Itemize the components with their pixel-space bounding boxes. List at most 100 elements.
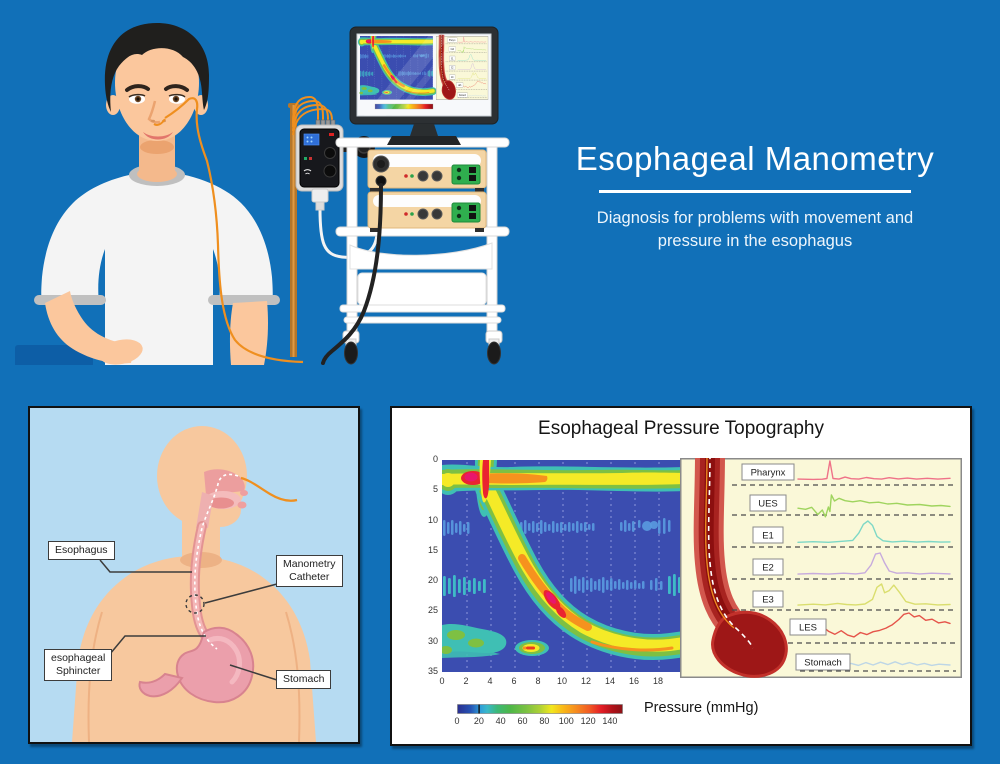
chart-title: Esophageal Pressure Topography — [538, 418, 824, 439]
y-tick-label: 15 — [427, 544, 438, 555]
device-knob[interactable] — [431, 170, 443, 182]
region-label-box-e1 — [752, 526, 784, 544]
title-block: Esophageal Manometry Diagnosis for probl… — [520, 140, 990, 253]
region-label-les: LES — [799, 623, 817, 634]
colorbar-tick-label: 120 — [580, 716, 596, 726]
leader-lines — [99, 559, 278, 681]
device-knob[interactable] — [417, 208, 429, 220]
region-label-stomach: Stomach — [804, 658, 842, 669]
region-label-box-les — [789, 618, 827, 636]
monitor-stand — [410, 124, 438, 136]
y-tick-label: 35 — [427, 666, 438, 676]
ues-band — [442, 460, 685, 503]
pressure-trace-e1 — [797, 520, 951, 544]
colorbar-tick-label: 20 — [473, 716, 484, 726]
catheter-dashed-line — [194, 473, 239, 650]
y-tick-label: 0 — [432, 454, 438, 464]
pressure-trace-pharynx — [797, 460, 951, 481]
pressure-trace-e3 — [797, 583, 951, 606]
eyebrow-right — [164, 84, 189, 92]
y-tick-label: 5 — [432, 484, 438, 495]
x-tick-label: 6 — [511, 676, 517, 686]
colorbar-tick-label: 80 — [539, 716, 550, 726]
patient-face — [115, 39, 199, 141]
equipment-illustration — [288, 26, 510, 365]
pressure-tubes — [292, 95, 333, 136]
region-row-e1: E1 — [732, 520, 956, 548]
y-tick-label: 30 — [427, 635, 438, 646]
monitor — [349, 26, 499, 145]
x-tick-label: 8 — [535, 676, 541, 686]
x-tick-label: 4 — [487, 676, 493, 686]
title-divider — [599, 190, 911, 193]
box-knob-2[interactable] — [323, 164, 337, 178]
y-tick-label: 20 — [427, 575, 438, 586]
pressure-trace-e2 — [797, 552, 951, 575]
label-stomach: Stomach — [276, 670, 332, 690]
device-knob[interactable] — [431, 208, 443, 220]
catheter-external — [240, 476, 298, 502]
pressure-trace-les — [821, 612, 951, 638]
nasal-cavity — [204, 469, 245, 495]
anatomy-panel: Esophagus Manometry Catheter esophageal … — [28, 406, 360, 744]
region-label-box-ues — [749, 494, 787, 512]
stomach-organ — [138, 626, 255, 704]
wifi-icon — [303, 169, 312, 175]
transducer-box — [295, 124, 344, 211]
region-label-box-e2 — [752, 558, 784, 576]
region-row-pharynx: Pharynx — [732, 460, 956, 486]
label-esophageal-sphincter: esophageal Sphincter — [44, 649, 113, 682]
region-row-e3: E3 — [732, 583, 956, 611]
mouth — [143, 132, 173, 140]
nose — [147, 100, 161, 124]
x-tick-label: 0 — [439, 676, 445, 686]
colorbar-tick-label: 40 — [495, 716, 506, 726]
x-tick-label: 10 — [556, 676, 568, 686]
les-band — [442, 623, 549, 658]
region-label-e3: E3 — [762, 595, 774, 606]
page-subtitle: Diagnosis for problems with movement and… — [596, 209, 914, 251]
box-screen — [303, 133, 320, 146]
power-cable — [321, 183, 383, 365]
y-tick-label: 25 — [427, 605, 438, 616]
region-label-box-pharynx — [741, 463, 795, 481]
patient-shirt — [41, 171, 273, 365]
pressure-trace-ues — [797, 494, 951, 518]
colorbar-label: Pressure (mmHg) — [644, 700, 759, 716]
lips — [237, 501, 247, 509]
colorbar-tick-label: 60 — [517, 716, 528, 726]
stomach-cutaway — [711, 610, 788, 678]
manometry-recorder-2 — [367, 191, 487, 232]
x-tick-label: 2 — [463, 676, 469, 686]
region-label-ues: UES — [758, 499, 778, 510]
pressure-topography-panel: Esophageal Pressure Topography — [390, 406, 972, 746]
x-tick-label: 14 — [604, 676, 616, 686]
manometry-recorder-1 — [367, 149, 487, 192]
colorbar-tick-label: 0 — [454, 716, 460, 726]
region-row-ues: UES — [732, 494, 956, 518]
caster-wheel — [485, 330, 503, 365]
y-tick-label: 10 — [427, 514, 438, 525]
box-knob[interactable] — [324, 147, 336, 159]
patient-right-arm — [229, 301, 268, 365]
device-knob[interactable] — [417, 170, 429, 182]
eyebrow-left — [125, 84, 150, 92]
pressure-heatmap — [442, 460, 685, 672]
x-tick-label: 12 — [580, 676, 592, 686]
esophagus-cutaway — [693, 458, 788, 678]
tongue — [208, 497, 234, 509]
region-row-stomach: Stomach — [795, 653, 956, 672]
nasal-catheter — [164, 97, 304, 364]
label-esophagus: Esophagus — [48, 541, 115, 561]
page-title: Esophageal Manometry — [575, 140, 935, 177]
x-tick-label: 18 — [652, 676, 664, 686]
region-row-e2: E2 — [732, 552, 956, 580]
catheter-marker-circle — [185, 594, 205, 614]
signal-cable — [318, 197, 379, 259]
region-label-box-stomach — [795, 653, 851, 671]
patient-hair — [104, 23, 209, 112]
region-row-les: LES — [788, 612, 956, 644]
